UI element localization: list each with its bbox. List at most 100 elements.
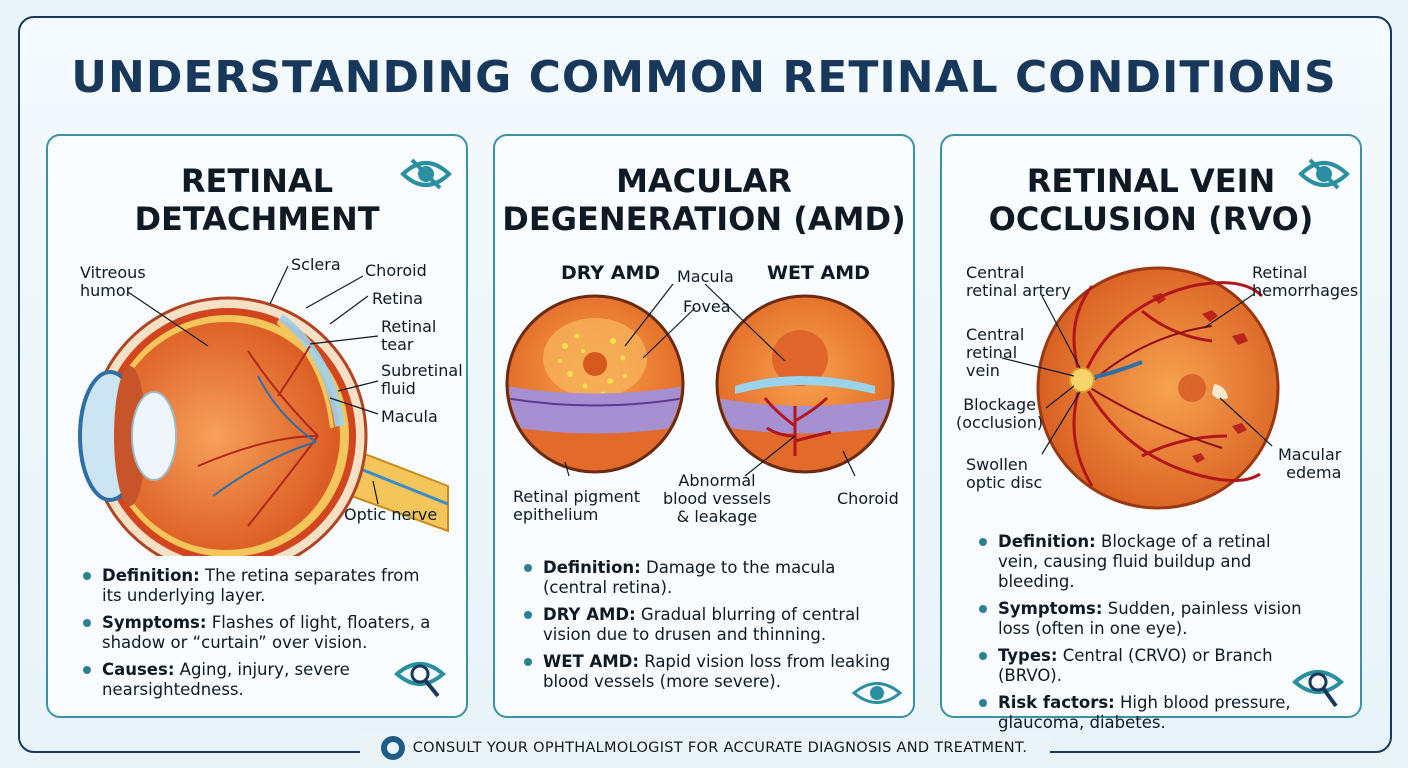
eye-cross-section-diagram (78, 265, 449, 556)
bullet-text: Flashes of light, floaters, a shadow or … (102, 613, 431, 652)
label-text: Vitreous humor (80, 263, 146, 300)
label-blockage: Blockage (occlusion) (956, 396, 1043, 432)
bullet-key: Causes: (102, 660, 175, 679)
label-sclera: Sclera (291, 256, 341, 274)
bullet-key: WET AMD: (543, 652, 639, 671)
card-title-line-1: RETINAL VEIN (1026, 162, 1276, 200)
card-title-line-1: MACULAR (616, 162, 792, 200)
label-macula: Macula (381, 408, 438, 426)
label-choroid: Choroid (365, 262, 427, 280)
page-title: UNDERSTANDING COMMON RETINAL CONDITIONS (71, 52, 1337, 103)
label-text: Choroid (837, 489, 899, 508)
label-macular-edema: Macular edema (1278, 446, 1341, 482)
label-text: DRY AMD (561, 262, 661, 284)
bullet-text: High blood pressure, glaucoma, diabetes. (998, 693, 1291, 732)
bullet-text: Blockage of a retinal vein, causing flui… (998, 532, 1271, 591)
label-text: Central retinal vein (966, 325, 1025, 380)
label-text: Fovea (683, 297, 731, 316)
footer-band (360, 732, 1050, 758)
bullet-text: Rapid vision loss from leaking blood ves… (543, 652, 891, 691)
bullet-text: Central (CRVO) or Branch (BRVO). (998, 646, 1273, 685)
label-rpe: Retinal pigment epithelium (513, 488, 640, 524)
bullet-list: Definition: Blockage of a retinal vein, … (976, 532, 1316, 740)
label-text: Central retinal artery (966, 263, 1071, 300)
label-text: Macular edema (1278, 445, 1342, 482)
label-text: Macula (381, 407, 438, 426)
bullet-key: Symptoms: (102, 613, 207, 632)
bullet-key: Definition: (543, 558, 641, 577)
bullet-item: Risk factors: High blood pressure, glauc… (976, 693, 1316, 733)
label-macula: Macula (677, 268, 734, 286)
card-title-line-2: DETACHMENT (134, 200, 380, 238)
label-text: Sclera (291, 255, 341, 274)
footer: CONSULT YOUR OPHTHALMOLOGIST FOR ACCURAT… (0, 736, 1408, 760)
label-central-retinal-vein: Central retinal vein (966, 326, 1024, 380)
label-retinal-hemorrhages: Retinal hemorrhages (1252, 264, 1358, 300)
label-text: WET AMD (767, 262, 870, 284)
label-text: Retinal hemorrhages (1252, 263, 1359, 300)
amd-comparison-diagram (505, 283, 895, 477)
bullet-item: Types: Central (CRVO) or Branch (BRVO). (976, 646, 1316, 686)
label-fovea: Fovea (683, 298, 731, 316)
bullet-item: WET AMD: Rapid vision loss from leaking … (521, 652, 893, 692)
label-vitreous-humor: Vitreous humor (80, 264, 146, 300)
label-text: Retinal pigment epithelium (513, 487, 641, 524)
bullet-item: Definition: The retina separates from it… (80, 566, 440, 606)
label-text: Blockage (occlusion) (956, 395, 1044, 432)
card-title-line-1: RETINAL (180, 162, 334, 200)
label-central-retinal-artery: Central retinal artery (966, 264, 1071, 300)
card-title: RETINAL DETACHMENT (48, 162, 466, 238)
label-text: Optic nerve (344, 505, 438, 524)
footer-text: CONSULT YOUR OPHTHALMOLOGIST FOR ACCURAT… (412, 740, 1028, 756)
fundus-diagram (1001, 266, 1280, 510)
label-text: Swollen optic disc (966, 455, 1043, 492)
eye-magnifier-icon (1292, 670, 1345, 708)
label-swollen-optic-disc: Swollen optic disc (966, 456, 1042, 492)
label-text: Retina (372, 289, 423, 308)
label-retinal-tear: Retinal tear (381, 318, 436, 354)
label-dry-amd: DRY AMD (561, 262, 661, 284)
eye-slash-icon (400, 158, 452, 190)
card-title: MACULAR DEGENERATION (AMD) (495, 162, 913, 238)
bullet-list: Definition: Damage to the macula (centra… (521, 558, 893, 699)
logo-icon (380, 736, 405, 760)
label-text: Macula (677, 267, 734, 286)
bullet-list: Definition: The retina separates from it… (80, 566, 440, 707)
bullet-key: Risk factors: (998, 693, 1115, 712)
eye-icon (851, 682, 903, 704)
bullet-item: Causes: Aging, injury, severe nearsighte… (80, 660, 440, 700)
label-text: Choroid (365, 261, 427, 280)
label-text: Abnormal blood vessels & leakage (663, 471, 772, 526)
bullet-item: Symptoms: Sudden, painless vision loss (… (976, 599, 1316, 639)
card-macular-degeneration: MACULAR DEGENERATION (AMD) (493, 134, 915, 718)
bullet-key: DRY AMD: (543, 605, 636, 624)
bullet-text: Gradual blurring of central vision due t… (543, 605, 860, 644)
eye-magnifier-icon (394, 662, 447, 698)
bullet-key: Symptoms: (998, 599, 1103, 618)
bullet-key: Definition: (998, 532, 1096, 551)
label-text: Subretinal fluid (381, 361, 463, 398)
bullet-item: Definition: Damage to the macula (centra… (521, 558, 893, 598)
bullet-text: The retina separates from its underlying… (102, 566, 420, 605)
bullet-item: DRY AMD: Gradual blurring of central vis… (521, 605, 893, 645)
card-title: RETINAL VEIN OCCLUSION (RVO) (942, 162, 1360, 238)
card-title-line-2: DEGENERATION (AMD) (502, 200, 906, 238)
bullet-text: Aging, injury, severe nearsightedness. (102, 660, 350, 699)
bullet-text: Sudden, painless vision loss (often in o… (998, 599, 1302, 638)
label-subretinal-fluid: Subretinal fluid (381, 362, 463, 398)
label-optic-nerve: Optic nerve (344, 506, 437, 524)
bullet-text: Damage to the macula (central retina). (543, 558, 836, 597)
label-choroid: Choroid (837, 490, 899, 508)
label-abnormal-vessels: Abnormal blood vessels & leakage (663, 472, 771, 526)
bullet-key: Definition: (102, 566, 200, 585)
label-wet-amd: WET AMD (767, 262, 870, 284)
card-retinal-detachment: RETINAL DETACHMENT (46, 134, 468, 718)
card-title-line-2: OCCLUSION (RVO) (988, 200, 1314, 238)
bullet-item: Definition: Blockage of a retinal vein, … (976, 532, 1316, 592)
bullet-item: Symptoms: Flashes of light, floaters, a … (80, 613, 440, 653)
label-retina: Retina (372, 290, 423, 308)
card-retinal-vein-occlusion: RETINAL VEIN OCCLUSION (RVO) (940, 134, 1362, 732)
eye-slash-icon (1298, 158, 1350, 190)
label-text: Retinal tear (381, 317, 437, 354)
bullet-key: Types: (998, 646, 1058, 665)
